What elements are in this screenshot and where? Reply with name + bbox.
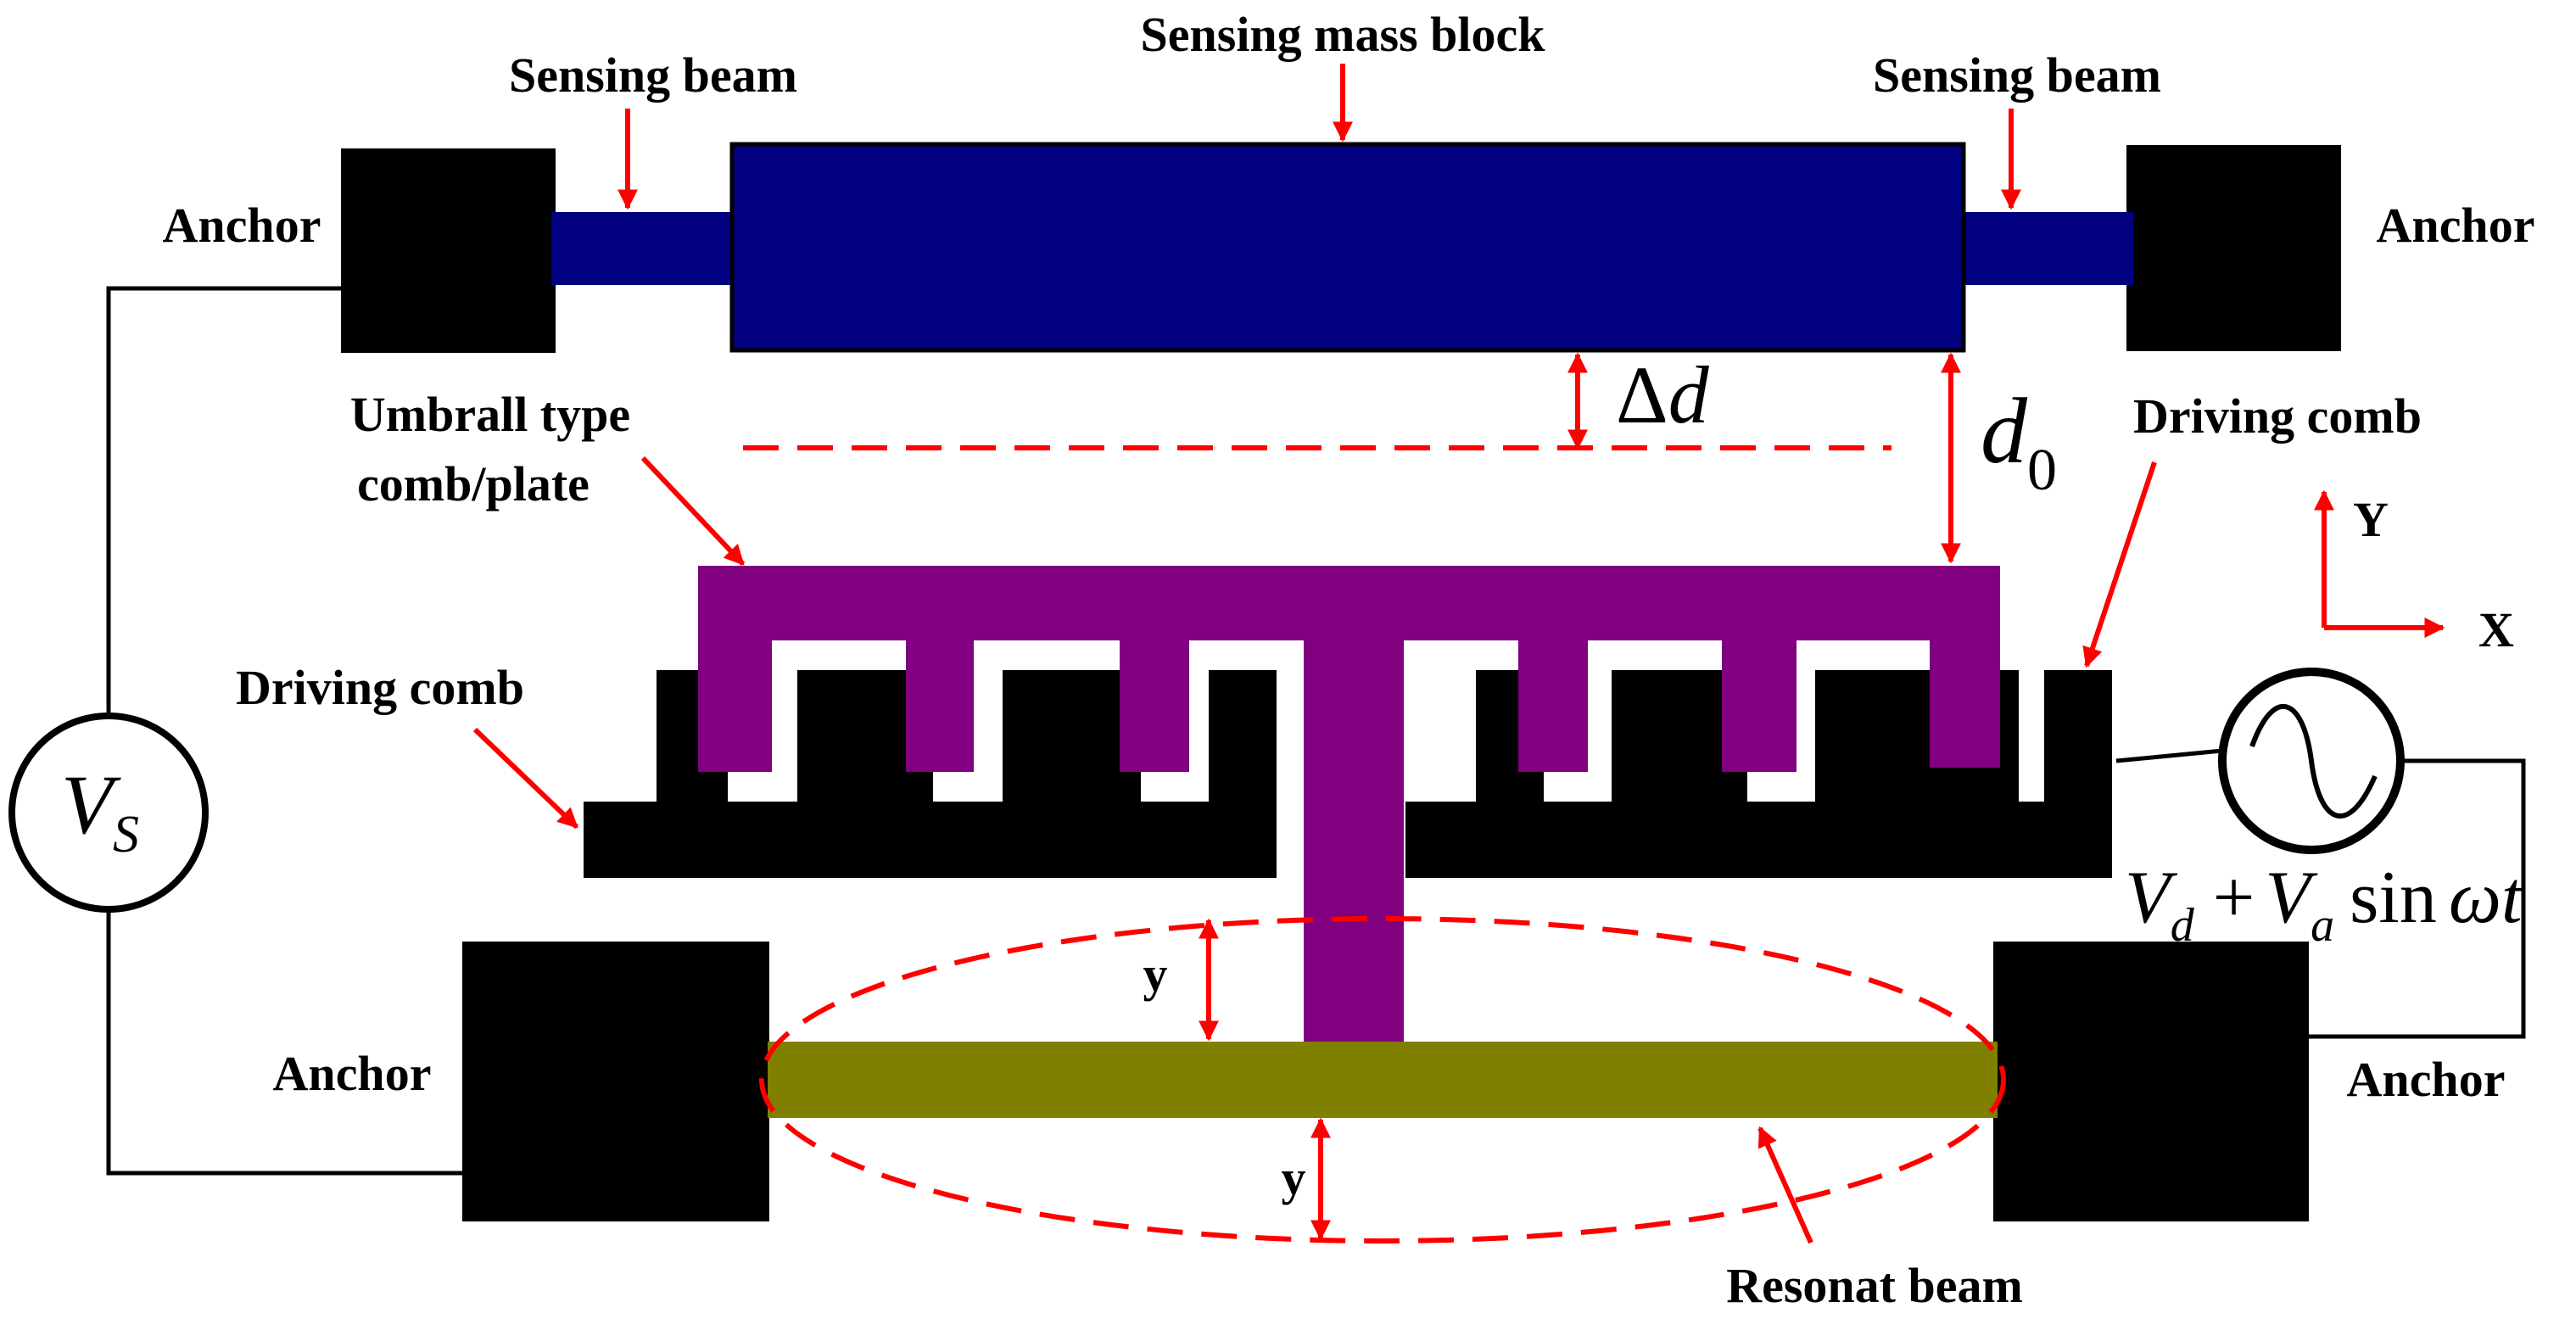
label-sensing-beam-left: Sensing beam — [509, 48, 797, 103]
label-anchor-bottom-left: Anchor — [273, 1046, 432, 1101]
label-driving-comb-left: Driving comb — [236, 660, 524, 715]
label-axis-x: X — [2478, 602, 2514, 657]
label-resonant-beam: Resonat beam — [1726, 1258, 2023, 1313]
anchor-top-right-block — [2126, 145, 2341, 351]
label-y-upper: y — [1143, 947, 1168, 1002]
label-driving-comb-right: Driving comb — [2133, 388, 2422, 444]
label-anchor-top-right: Anchor — [2377, 198, 2535, 253]
wire-vs-top — [106, 286, 341, 717]
label-d0: d0 — [1981, 379, 2057, 503]
arrow-umbrella-pointer — [640, 456, 746, 567]
label-anchor-bottom-right: Anchor — [2347, 1052, 2506, 1107]
annotations — [472, 64, 2445, 1244]
resonant-beam-bar — [768, 1042, 1998, 1118]
anchor-top-left-block — [341, 148, 556, 353]
wire-source-right — [2309, 758, 2526, 1039]
umbrella-comb-plate-shape — [698, 566, 2000, 1042]
label-umbrella-line1: Umbrall type — [350, 387, 630, 442]
vibration-envelope — [759, 916, 2006, 1244]
anchor-bottom-left-block — [462, 942, 769, 1221]
label-anchor-top-left: Anchor — [163, 198, 321, 253]
vs-source-circle — [8, 713, 209, 913]
text-labels: Sensing mass block Sensing beam Sensing … — [163, 7, 2535, 1313]
arrow-driving-comb-left — [472, 727, 579, 830]
label-umbrella-line2: comb/plate — [357, 456, 590, 511]
label-delta-d: Δd — [1616, 349, 1710, 440]
wire-vs-bottom — [106, 908, 462, 1176]
vs-source-label: VS — [61, 757, 139, 863]
wires — [106, 286, 2526, 1176]
arrow-resonant-beam — [1757, 1126, 1813, 1244]
wire-source-left — [2115, 748, 2223, 763]
sensing-mass-block — [729, 142, 1966, 353]
driving-comb-left-shape — [584, 670, 1277, 878]
label-sensing-mass-block: Sensing mass block — [1140, 7, 1545, 62]
label-sensing-beam-right: Sensing beam — [1873, 48, 2161, 103]
label-axis-y: Y — [2353, 492, 2389, 547]
anchor-bottom-right-block — [1993, 942, 2309, 1221]
label-y-lower: y — [1282, 1150, 1306, 1205]
arrow-driving-comb-right — [2082, 461, 2157, 668]
sine-wave-icon — [2249, 704, 2378, 819]
